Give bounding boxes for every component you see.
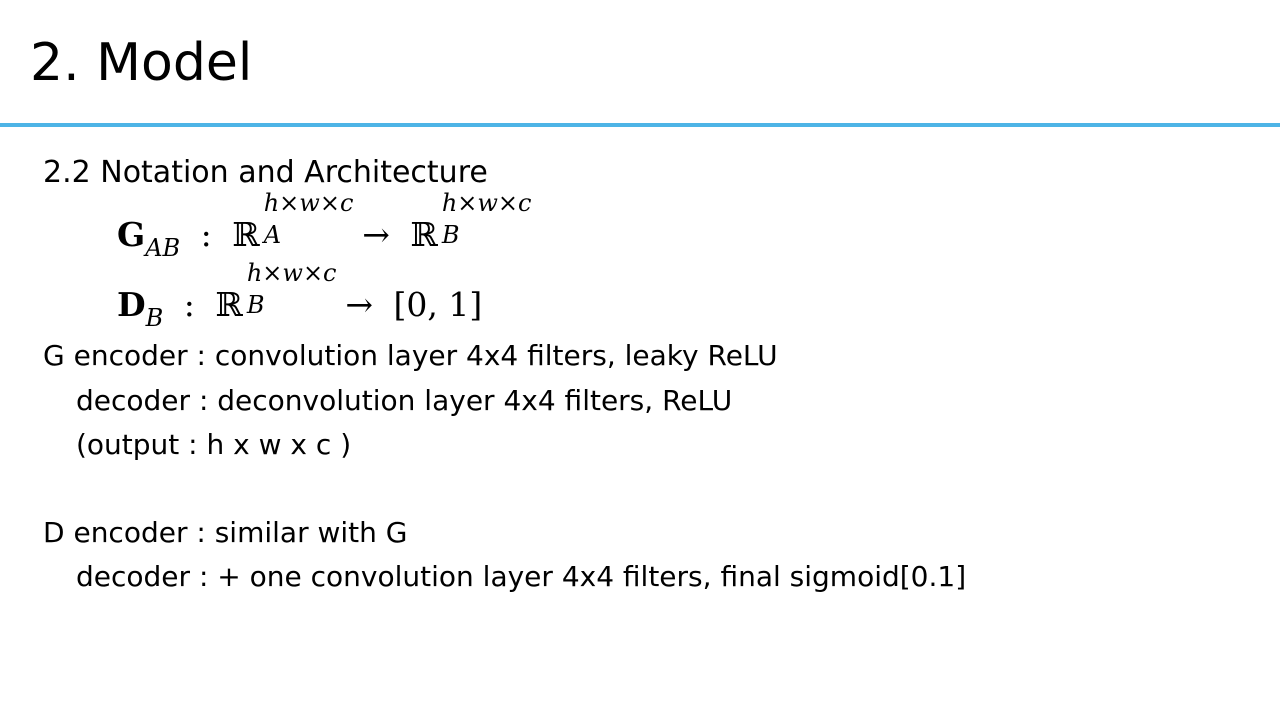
generator-symbol: G [117, 215, 146, 254]
discriminator-domain-superscript: h×w×c [246, 259, 337, 287]
generator-domain-subscript: A [263, 221, 282, 249]
discriminator-domain-symbol: ℝ [215, 285, 243, 324]
generator-decoder-text: decoder : deconvolution layer 4x4 filter… [76, 384, 733, 417]
slide-title: 2. Model [30, 33, 253, 93]
title-divider [0, 123, 1280, 127]
generator-domain-superscript: h×w×c [263, 189, 354, 217]
discriminator-colon: : [183, 285, 195, 324]
generator-arrow: → [362, 215, 390, 254]
discriminator-subscript: B [145, 304, 164, 332]
generator-codomain-symbol: ℝ [410, 215, 438, 254]
discriminator-domain-subscript: B [246, 291, 265, 319]
generator-domain-symbol: ℝ [232, 215, 260, 254]
discriminator-decoder-text: decoder : + one convolution layer 4x4 fi… [76, 560, 967, 593]
discriminator-encoder-text: D encoder : similar with G [43, 516, 408, 549]
generator-subscript: AB [145, 234, 181, 262]
generator-colon: : [200, 215, 212, 254]
generator-codomain-subscript: B [441, 221, 460, 249]
generator-encoder-text: G encoder : convolution layer 4x4 filter… [43, 339, 778, 372]
generator-output-text: (output : h x w x c ) [76, 428, 352, 461]
discriminator-symbol: D [117, 285, 146, 324]
discriminator-codomain: [0, 1] [393, 285, 483, 324]
discriminator-arrow: → [345, 285, 373, 324]
generator-codomain-superscript: h×w×c [441, 189, 532, 217]
section-heading: 2.2 Notation and Architecture [43, 155, 488, 190]
